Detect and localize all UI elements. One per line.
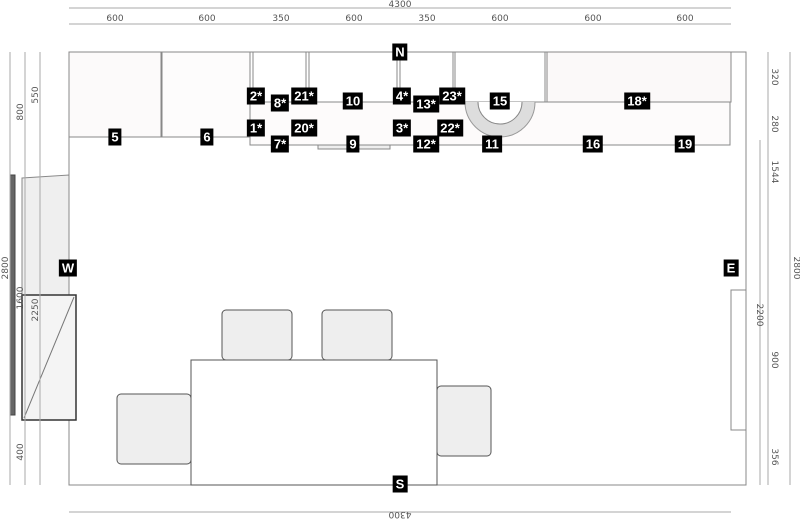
dim-top: 350 [418,14,435,24]
chair [436,385,492,457]
dim-right: 2800 [791,257,800,280]
window-west [9,174,16,416]
dim-top: 600 [198,14,215,24]
compass-east: E [723,259,739,277]
dim-right: 900 [769,351,779,368]
dim-bottom-total: 4300 [388,509,411,519]
window-sill [21,174,70,296]
dim-left: 800 [16,103,26,120]
item-label: 23* [439,87,465,105]
item-label: 8* [270,94,290,112]
dim-right: 356 [769,448,779,465]
dining-table [190,359,438,486]
dim-top: 600 [584,14,601,24]
item-label: 2* [246,87,266,105]
item-label: 11 [482,135,502,153]
chair [221,309,293,361]
chair [321,309,393,361]
item-label: 3* [392,119,412,137]
item-label: 9 [346,135,360,153]
dim-top-total: 4300 [389,0,412,10]
dim-left: 400 [16,443,26,460]
dim-left: 550 [31,86,41,103]
dim-top: 600 [491,14,508,24]
dim-left: 1600 [16,286,26,309]
compass-south: S [392,475,408,493]
compass-north: N [392,43,408,61]
item-label: 4* [392,87,412,105]
item-label: 6 [200,128,214,146]
item-label: 20* [291,119,317,137]
dim-right: 280 [769,115,779,132]
dim-top: 600 [345,14,362,24]
item-label: 22* [437,119,463,137]
item-label: 13* [413,95,439,113]
upper-cabinet [161,51,251,138]
dim-top: 600 [676,14,693,24]
item-label: 16 [582,135,604,153]
item-label: 10 [342,92,364,110]
upper-cabinet [68,51,162,138]
dim-left: 2250 [31,298,41,321]
item-label: 5 [108,128,122,146]
item-label: 12* [413,135,439,153]
item-label: 18* [624,92,650,110]
dim-top: 350 [272,14,289,24]
dim-right: 320 [769,68,779,85]
item-label: 21* [291,87,317,105]
dim-left: 2800 [1,256,11,279]
item-label: 1* [246,119,266,137]
item-label: 15 [489,92,511,110]
item-label: 7* [270,135,290,153]
compass-west: W [58,259,78,277]
dim-right: 1544 [769,161,779,184]
item-label: 19 [674,135,696,153]
dim-top: 600 [106,14,123,24]
door-east [730,289,747,431]
chair [116,393,192,465]
dim-right: 2200 [754,304,764,327]
